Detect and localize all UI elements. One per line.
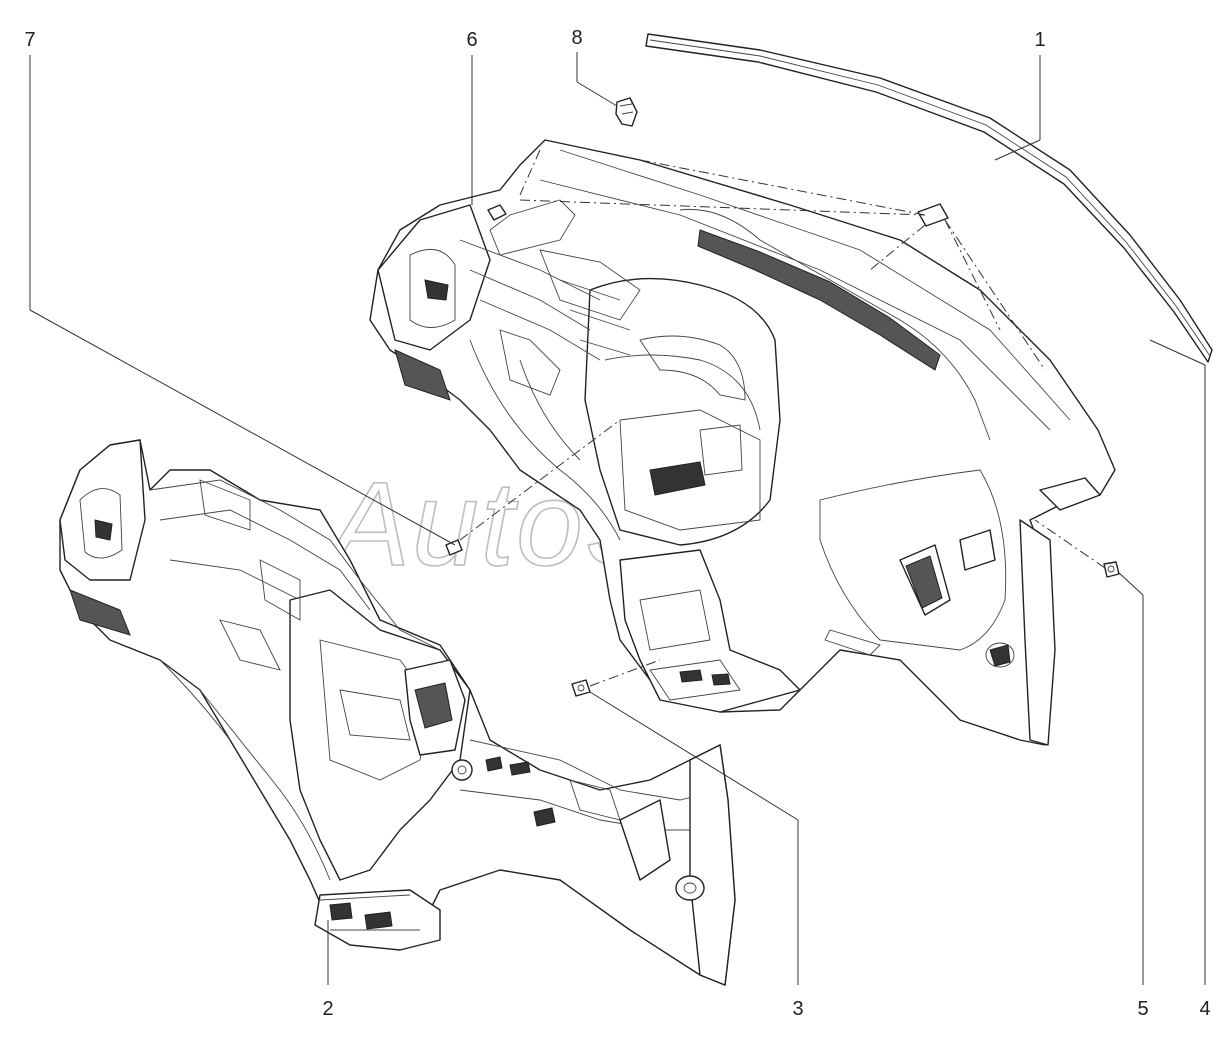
callout-8: 8 [571, 27, 582, 49]
carrier-frame-part [59, 439, 736, 986]
callout-4: 4 [1199, 998, 1210, 1020]
callout-3: 3 [792, 998, 803, 1020]
callout-7: 7 [24, 29, 35, 51]
leader-lines [29, 52, 1206, 985]
panel-clip-part [917, 203, 949, 227]
assembly-paths [459, 149, 1106, 687]
callout-labels: 1 2 3 4 5 6 7 8 [24, 27, 1210, 1020]
screw-part-left [445, 539, 463, 556]
callout-2: 2 [322, 998, 333, 1020]
nut-part-right [1103, 561, 1120, 578]
callout-5: 5 [1137, 998, 1148, 1020]
clip-part [615, 97, 638, 127]
instrument-panel-part [369, 139, 1116, 746]
bracket-fastener-part [487, 204, 507, 221]
callout-6: 6 [466, 29, 477, 51]
callout-1: 1 [1034, 29, 1045, 51]
nut-part [571, 679, 591, 697]
trim-strip-part [645, 33, 1213, 363]
